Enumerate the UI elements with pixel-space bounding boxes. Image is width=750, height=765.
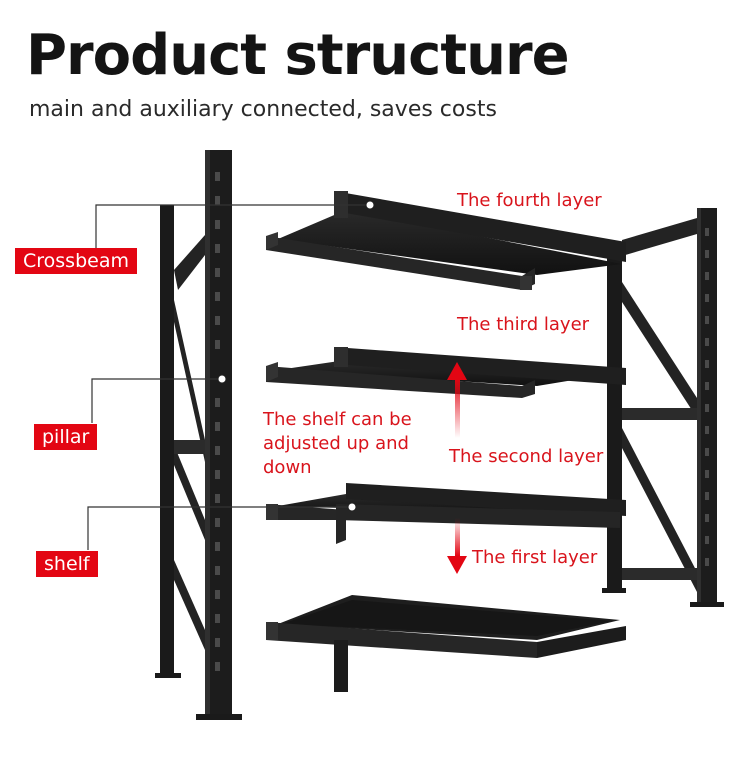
crossbeam-front [266, 504, 346, 544]
shelf-point [347, 502, 357, 512]
shelf-level-3 [266, 347, 626, 398]
shelf-level-1 [266, 595, 626, 692]
crossbeam-back [334, 347, 626, 385]
left-frame-rung [174, 440, 205, 454]
right-upright-frame [602, 208, 724, 607]
crossbeam-point [365, 200, 375, 210]
pillar-tag: pillar [34, 424, 98, 450]
crossbeam-back [346, 483, 626, 516]
callout-lines [87, 204, 370, 550]
right-frame-brace [622, 282, 697, 418]
crossbeam-back [334, 191, 626, 262]
adjust-down-arrow-icon [447, 518, 467, 574]
shelf-leader [87, 506, 352, 550]
crossbeam-front [266, 622, 537, 658]
second-layer-label: The second layer [449, 446, 604, 467]
crossbeam-front [266, 236, 535, 290]
pillar-leader [91, 378, 222, 423]
page-subtitle: main and auxiliary connected, saves cost… [29, 97, 497, 122]
pillar-holes [215, 172, 220, 671]
shelf-level-4 [266, 191, 626, 290]
left-frame-brace [174, 445, 205, 540]
right-frame-rung [622, 408, 697, 420]
adjustable-shelf-note: The shelf can be adjusted up and down [263, 409, 412, 478]
left-back-pillar [160, 205, 174, 675]
shelf-tag: shelf [36, 551, 98, 577]
shelf-level-2 [266, 483, 626, 544]
left-foot-plate [196, 714, 242, 720]
crossbeam-leader [95, 204, 370, 248]
crossbeam-tag: Crossbeam [15, 248, 137, 274]
page-title: Product structure [26, 23, 570, 88]
right-frame-rung [622, 568, 697, 580]
left-frame-brace [174, 235, 205, 290]
right-frame-brace [622, 218, 697, 256]
third-layer-label: The third layer [457, 314, 590, 335]
left-upright-frame [155, 150, 242, 720]
right-back-pillar [607, 258, 622, 590]
right-frame-brace [622, 428, 697, 592]
left-frame-brace [174, 300, 205, 462]
crossbeam-front [266, 366, 535, 398]
first-layer-label: The first layer [472, 547, 598, 568]
fourth-layer-label: The fourth layer [457, 190, 602, 211]
adjust-up-arrow-icon [447, 362, 467, 438]
left-frame-brace [174, 560, 205, 650]
pillar-point [217, 374, 227, 384]
